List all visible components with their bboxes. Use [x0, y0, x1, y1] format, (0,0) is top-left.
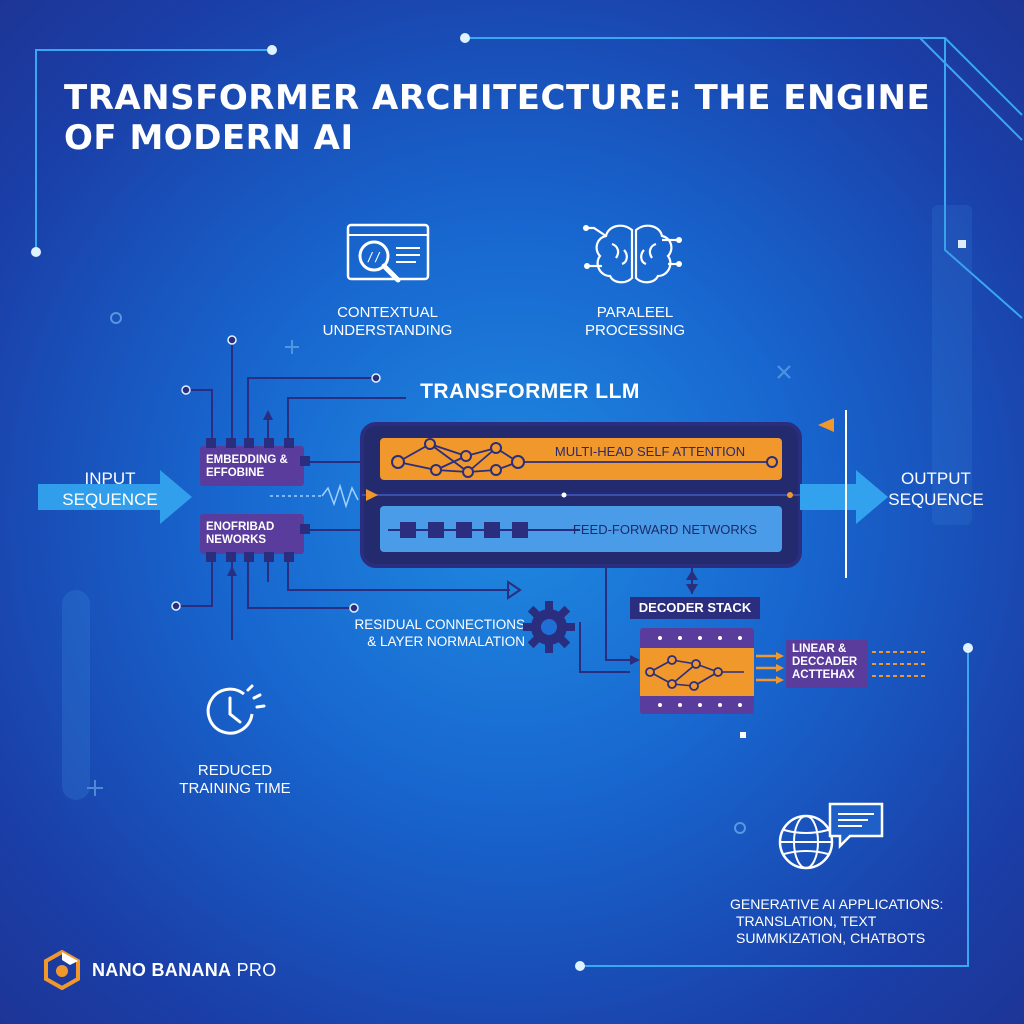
- decoder-stack-label: DECODER STACK: [630, 597, 760, 619]
- multi-head-attention-layer: MULTI-HEAD SELF ATTENTION: [554, 444, 746, 459]
- generative-ai-applications: GENERATIVE AI APPLICATIONS:TRANSLATION, …: [730, 896, 944, 946]
- gear-icon: [523, 601, 575, 653]
- brand-name: NANO BANANA PRO: [92, 959, 277, 980]
- transformer-llm-title: TRANSFORMER LLM: [420, 380, 640, 403]
- document-search-icon: //: [346, 223, 430, 283]
- feed-forward-layer: FEED-FORWARD NETWORKS: [572, 522, 758, 537]
- brand-logo: NANO BANANA PRO: [42, 950, 277, 990]
- svg-text://: //: [367, 250, 381, 264]
- clock-icon: [206, 684, 266, 735]
- brain-circuit-icon: [583, 224, 682, 284]
- page-title: TRANSFORMER ARCHITECTURE: THE ENGINE OF …: [64, 78, 931, 158]
- embedding-block: EMBEDDING &EFFOBINE: [206, 454, 288, 479]
- residual-connections-label: RESIDUAL CONNECTIONS& LAYER NORMALATION: [354, 617, 525, 649]
- hexagon-logo-icon: [44, 950, 80, 990]
- globe-chat-icon: [778, 802, 884, 870]
